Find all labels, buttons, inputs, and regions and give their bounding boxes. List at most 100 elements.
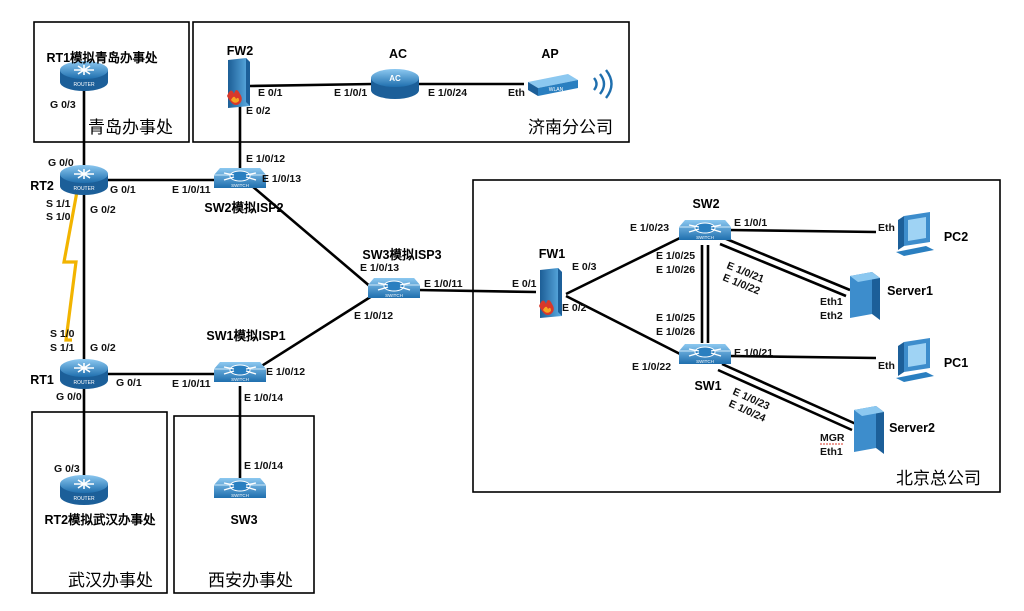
- ac-controller-icon[interactable]: AC: [371, 69, 419, 99]
- port-label: G 0/1: [116, 377, 142, 389]
- port-label: E 1/0/14: [244, 460, 283, 472]
- link-fw1-sw2: [565, 234, 685, 296]
- router-icon[interactable]: ROUTER: [59, 358, 109, 390]
- port-label: E 1/0/26: [656, 264, 695, 276]
- link-isp1-isp3: [251, 294, 373, 374]
- port-label: G 0/3: [54, 463, 80, 475]
- port-label: E 1/0/11: [172, 184, 211, 196]
- link-sw2-server1-b: [719, 242, 847, 298]
- switch-tag: SWITCH: [696, 235, 714, 240]
- switch-icon[interactable]: SWITCH: [213, 361, 267, 383]
- link-sw2-pc2: [727, 228, 877, 234]
- region-box-qingdao: [33, 21, 190, 143]
- port-label: S 1/0: [50, 328, 75, 340]
- switch-icon[interactable]: SWITCH: [213, 167, 267, 189]
- link-sw2-server1-a: [723, 236, 851, 292]
- region-box-jinan: [192, 21, 630, 143]
- router-tag: ROUTER: [73, 380, 95, 386]
- switch-icon[interactable]: SWITCH: [213, 477, 267, 499]
- link-sw1-server2-b: [717, 368, 853, 432]
- port-label: E 1/0/26: [656, 326, 695, 338]
- server-icon[interactable]: [850, 272, 880, 320]
- device-name-sw1: SW1: [694, 379, 721, 393]
- firewall-icon[interactable]: [539, 268, 562, 318]
- port-label: G 0/0: [48, 157, 74, 169]
- port-label: E 0/2: [562, 302, 587, 314]
- port-label: E 1/0/21: [734, 347, 773, 359]
- port-label: E 0/3: [572, 261, 597, 273]
- device-name-server2: Server2: [889, 421, 935, 435]
- switch-tag: SWITCH: [385, 293, 403, 298]
- port-label: S 1/0: [46, 211, 71, 223]
- device-name-fw1: FW1: [539, 247, 565, 261]
- device-name-sw2: SW2: [692, 197, 719, 211]
- access-point-icon[interactable]: WLAN: [528, 74, 578, 96]
- switch-icon[interactable]: SWITCH: [678, 343, 732, 365]
- port-label: E 1/0/22: [632, 361, 671, 373]
- port-label: E 1/0/1: [334, 87, 367, 99]
- device-name-rt1-qingdao: RT1模拟青岛办事处: [46, 50, 158, 65]
- port-label: E 1/0/12: [354, 310, 393, 322]
- device-name-rt2: RT2: [30, 179, 54, 193]
- port-label: S 1/1: [46, 198, 71, 210]
- region-label-wuhan: 武汉办事处: [68, 571, 153, 591]
- links: [82, 82, 877, 480]
- region-box-beijing: [472, 179, 1001, 493]
- router-icon[interactable]: ROUTER: [59, 474, 109, 506]
- device-name-server1: Server1: [887, 284, 933, 298]
- router-tag: ROUTER: [73, 186, 95, 192]
- device-name-sw1-isp1: SW1模拟ISP1: [206, 328, 285, 343]
- router-icon[interactable]: ROUTER: [59, 60, 109, 92]
- link-fw1-sw1: [565, 294, 685, 358]
- port-label: E 0/2: [246, 105, 271, 117]
- port-label: E 0/1: [258, 87, 283, 99]
- link-isp3-fw1: [417, 288, 537, 294]
- device-name-sw3-isp3: SW3模拟ISP3: [362, 247, 441, 262]
- port-label: E 1/0/1: [734, 217, 767, 229]
- device-name-ap: AP: [541, 47, 558, 61]
- device-name-rt1: RT1: [30, 373, 54, 387]
- port-label: G 0/2: [90, 342, 116, 354]
- ac-tag: AC: [389, 74, 401, 83]
- device-name-pc1: PC1: [944, 356, 968, 370]
- region-box-wuhan: [31, 411, 168, 594]
- link-sw1-pc1: [727, 354, 877, 360]
- port-label: E 1/0/23: [630, 222, 669, 234]
- port-label: E 1/0/12: [266, 366, 305, 378]
- switch-icon[interactable]: SWITCH: [367, 277, 421, 299]
- region-label-beijing: 北京总公司: [896, 469, 981, 489]
- link-fw2-ac: [249, 82, 373, 88]
- wifi-signal-icon: [593, 69, 613, 99]
- port-label: E 1/0/11: [172, 378, 211, 390]
- switch-tag: SWITCH: [696, 359, 714, 364]
- pc-icon[interactable]: [896, 338, 934, 382]
- serial-link-lightning: [62, 185, 80, 342]
- port-label: Eth1: [820, 296, 843, 308]
- port-label: E 1/0/12: [246, 153, 285, 165]
- port-label: Eth: [878, 360, 895, 372]
- link-sw1-server2-a: [721, 362, 857, 426]
- switch-tag: SWITCH: [231, 493, 249, 498]
- firewall-icon[interactable]: [227, 58, 250, 108]
- port-label: E 1/0/13: [262, 173, 301, 185]
- port-label: Eth: [508, 87, 525, 99]
- region-label-qingdao: 青岛办事处: [88, 118, 173, 138]
- device-name-fw2: FW2: [227, 44, 253, 58]
- region-label-xian: 西安办事处: [208, 571, 293, 591]
- device-name-ac: AC: [389, 47, 407, 61]
- port-label: E 1/0/14: [244, 392, 283, 404]
- server-icon[interactable]: [854, 406, 884, 454]
- port-label: MGR: [820, 432, 845, 444]
- port-label: G 0/3: [50, 99, 76, 111]
- port-label: Eth: [878, 222, 895, 234]
- switch-icon[interactable]: SWITCH: [678, 219, 732, 241]
- device-name-sw3: SW3: [230, 513, 257, 527]
- device-name-sw2-isp2: SW2模拟ISP2: [204, 200, 283, 215]
- pc-icon[interactable]: [896, 212, 934, 256]
- port-label: Eth1: [820, 446, 843, 458]
- port-label: E 1/0/25: [656, 312, 695, 324]
- port-label: E 1/0/13: [360, 262, 399, 274]
- router-icon[interactable]: ROUTER: [59, 164, 109, 196]
